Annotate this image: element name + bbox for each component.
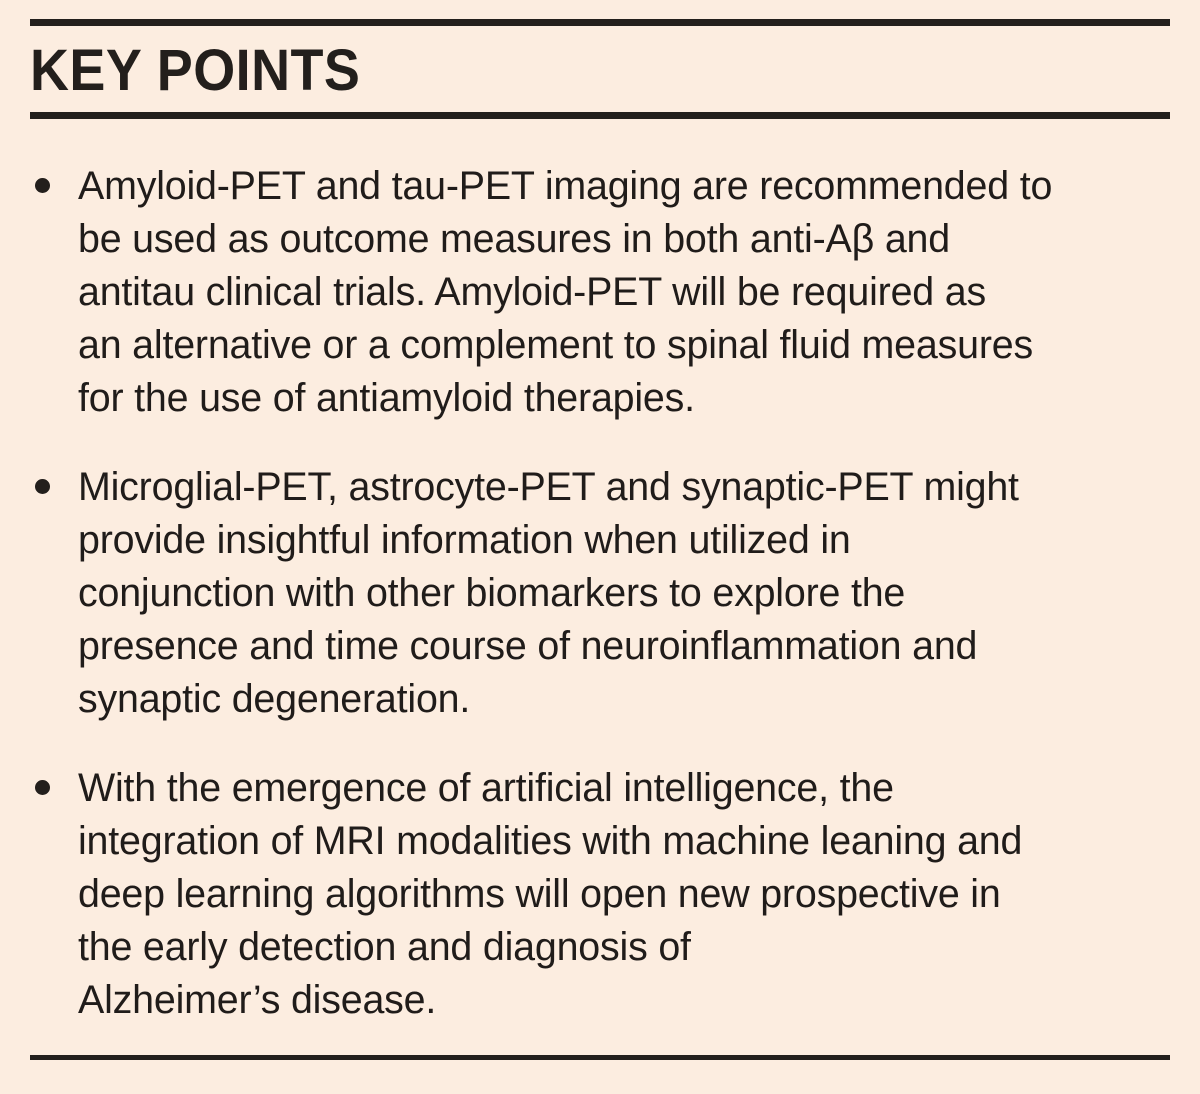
title-underline-rule: [30, 112, 1170, 119]
bottom-divider-rule: [30, 1055, 1170, 1060]
list-item: Microglial-PET, astrocyte-PET and synapt…: [30, 461, 1175, 726]
bullet-icon: [35, 178, 50, 193]
list-item-text: Microglial-PET, astrocyte-PET and synapt…: [78, 465, 1019, 721]
list-item-text: Amyloid-PET and tau-PET imaging are reco…: [78, 164, 1053, 420]
list-item: With the emergence of artificial intelli…: [30, 762, 1175, 1027]
list-item-text: With the emergence of artificial intelli…: [78, 766, 1023, 1022]
bullet-icon: [35, 479, 50, 494]
page-title: KEY POINTS: [30, 38, 361, 103]
list-item: Amyloid-PET and tau-PET imaging are reco…: [30, 160, 1175, 425]
bullet-icon: [35, 780, 50, 795]
top-divider-rule: [30, 19, 1170, 26]
key-points-list: Amyloid-PET and tau-PET imaging are reco…: [30, 160, 1175, 1027]
